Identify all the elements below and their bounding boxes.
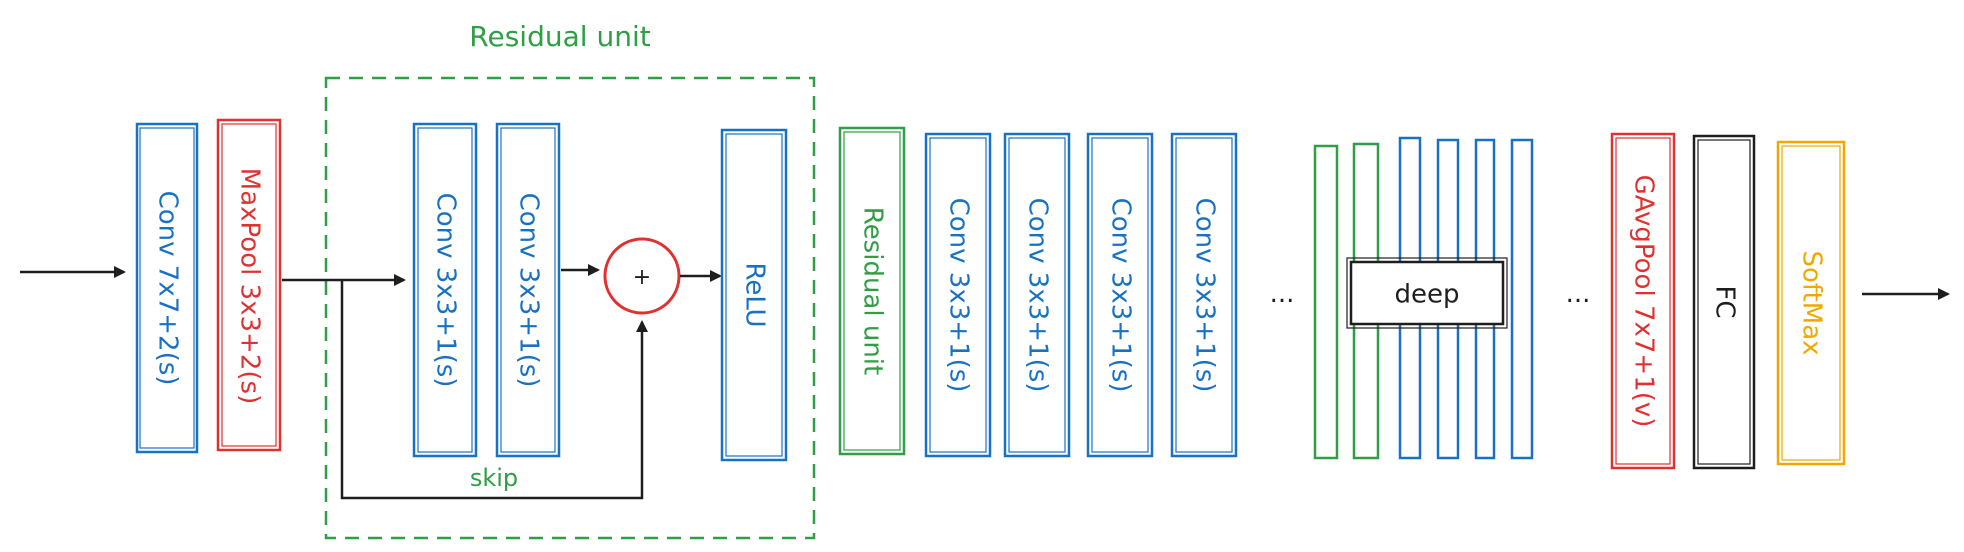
residual-unit-block: Residual unit [838,126,906,456]
relu-block: ReLU [720,128,788,462]
deep-label: deep [1395,280,1460,310]
deep-bar-blue-4 [1510,138,1534,460]
add-node: + [603,237,681,315]
residual-unit-title: Residual unit [469,20,650,53]
conv-a-block: Conv 3x3+1(s) [924,132,992,458]
conv-c-label: Conv 3x3+1(s) [1106,198,1136,393]
skip-connection [340,280,648,500]
conv-7x7-block: Conv 7x7+2(s) [135,122,199,454]
residual-conv-2-block: Conv 3x3+1(s) [495,122,561,458]
maxpool-label: MaxPool 3x3+2(s) [235,168,265,404]
conv-7x7-label: Conv 7x7+2(s) [153,191,183,386]
softmax-block: SoftMax [1776,140,1846,466]
conv-a-label: Conv 3x3+1(s) [944,198,974,393]
conv-c-block: Conv 3x3+1(s) [1086,132,1154,458]
maxpool-block: MaxPool 3x3+2(s) [216,118,282,452]
skip-label: skip [470,464,518,492]
conv-d-block: Conv 3x3+1(s) [1170,132,1238,458]
residual-unit-group-box [324,76,816,540]
ellipsis-right: ... [1566,279,1591,309]
conv-d-label: Conv 3x3+1(s) [1190,198,1220,393]
deep-stack: deep [1313,136,1534,460]
conv-b-block: Conv 3x3+1(s) [1003,132,1071,458]
gavgpool-block: GAvgPool 7x7+1(v) [1610,132,1676,470]
deep-label-box [1349,260,1505,326]
residual-conv-2-label: Conv 3x3+1(s) [514,193,544,388]
ellipsis-left: ... [1270,279,1295,309]
gavgpool-label: GAvgPool 7x7+1(v) [1629,175,1659,428]
residual-conv-1-block: Conv 3x3+1(s) [412,122,478,458]
fc-label: FC [1710,285,1740,318]
residual-conv-1-label: Conv 3x3+1(s) [431,193,461,388]
relu-label: ReLU [740,262,770,327]
fc-block: FC [1692,134,1756,470]
add-symbol: + [633,265,651,290]
softmax-label: SoftMax [1797,250,1827,355]
conv-b-label: Conv 3x3+1(s) [1023,198,1053,393]
residual-unit-label: Residual unit [858,207,888,375]
deep-bar-green-1 [1313,144,1339,460]
